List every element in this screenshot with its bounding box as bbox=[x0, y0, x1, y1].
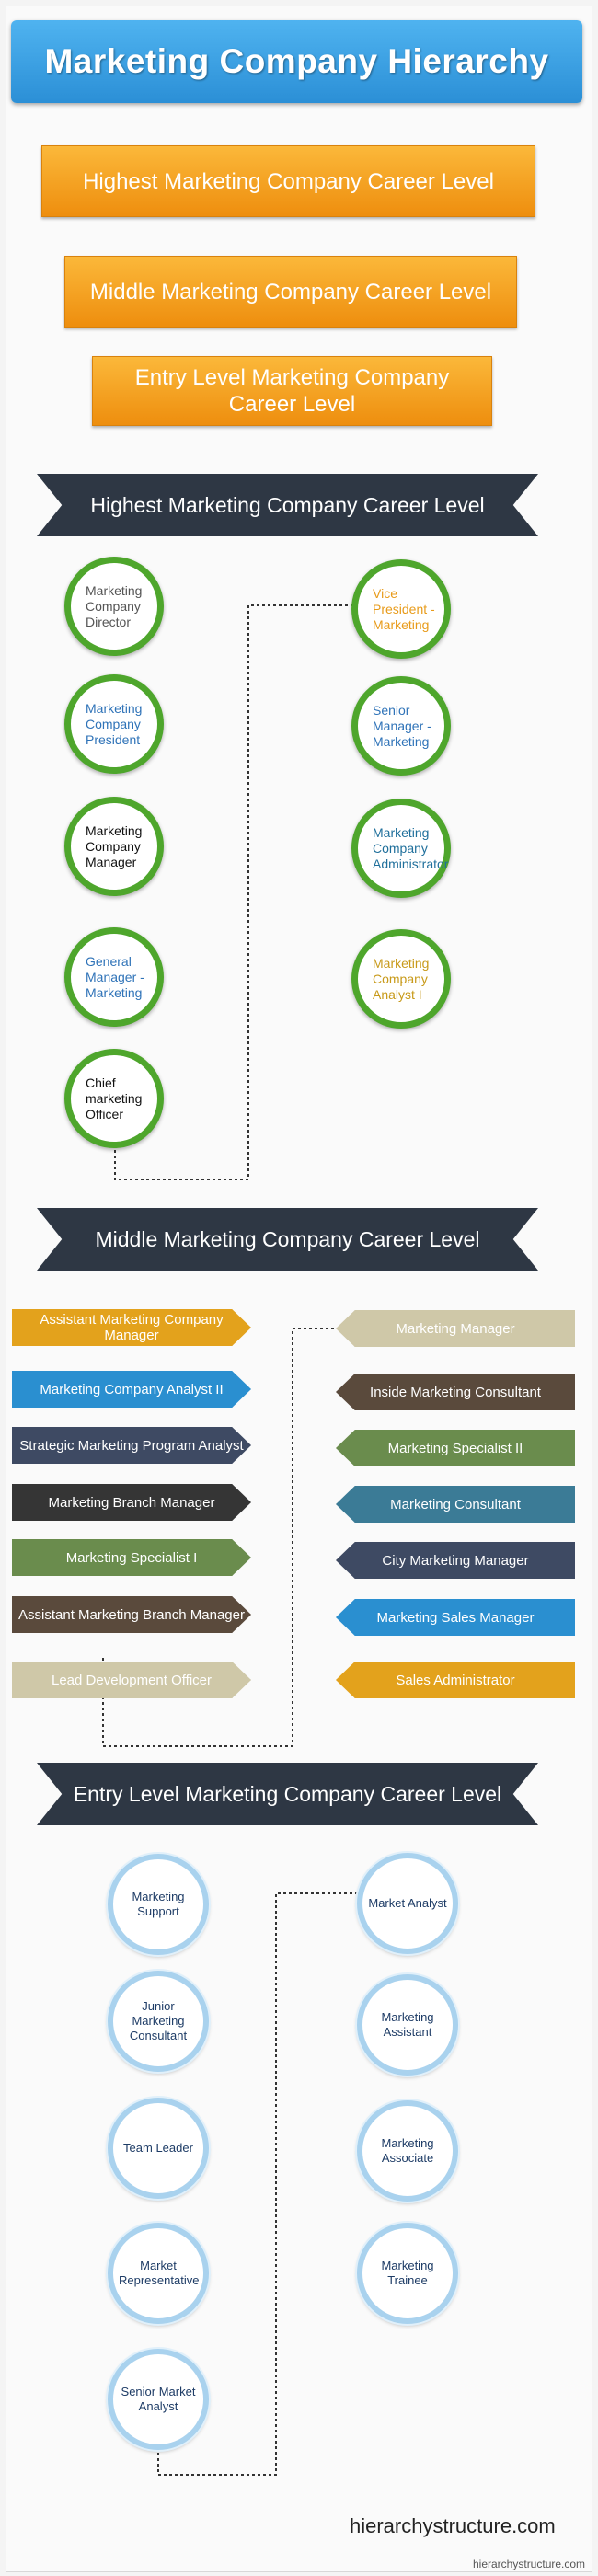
role-arrow: Lead Development Officer bbox=[12, 1662, 251, 1698]
section-heading-middle: Middle Marketing Company Career Level bbox=[37, 1208, 538, 1271]
node-label: Marketing Support bbox=[132, 1890, 185, 1918]
level-box-middle: Middle Marketing Company Career Level bbox=[64, 256, 517, 328]
role-arrow: Inside Marketing Consultant bbox=[336, 1374, 575, 1410]
circle-node: Senior Manager - Marketing bbox=[351, 676, 451, 776]
circle-node: Marketing Associate bbox=[357, 2100, 458, 2202]
role-arrow: Marketing Manager bbox=[336, 1310, 575, 1347]
node-label: Junior Marketing Consultant bbox=[129, 1999, 188, 2042]
circle-node: Marketing Company President bbox=[64, 674, 164, 774]
node-label: Marketing Company President bbox=[86, 700, 143, 747]
circle-node: Marketing Company Administrator bbox=[351, 799, 451, 898]
node-label: Chief marketing Officer bbox=[86, 1075, 143, 1121]
circle-node: Marketing Assistant bbox=[357, 1974, 458, 2076]
role-arrow: Marketing Sales Manager bbox=[336, 1599, 575, 1636]
circle-node: Marketing Company Director bbox=[64, 557, 164, 656]
role-arrow: Assistant Marketing Company Manager bbox=[12, 1309, 251, 1346]
circle-node: Team Leader bbox=[108, 2098, 209, 2199]
role-arrow: Marketing Specialist II bbox=[336, 1430, 575, 1466]
circle-node: Senior Market Analyst bbox=[108, 2349, 209, 2450]
footer-watermark: hierarchystructure.com bbox=[473, 2558, 586, 2570]
circle-node: Marketing Company Manager bbox=[64, 797, 164, 896]
role-arrow: Marketing Branch Manager bbox=[12, 1484, 251, 1521]
node-label: Senior Market Analyst bbox=[121, 2385, 196, 2413]
circle-node: Market Analyst bbox=[357, 1853, 458, 1954]
role-arrow: Marketing Specialist I bbox=[12, 1539, 251, 1576]
page-frame bbox=[6, 6, 592, 2572]
role-arrow: Sales Administrator bbox=[336, 1662, 575, 1698]
section-heading-highest: Highest Marketing Company Career Level bbox=[37, 474, 538, 536]
level-box-highest: Highest Marketing Company Career Level bbox=[41, 145, 535, 217]
node-label: Marketing Associate bbox=[381, 2136, 434, 2165]
role-arrow: Marketing Company Analyst II bbox=[12, 1371, 251, 1408]
role-arrow: City Marketing Manager bbox=[336, 1542, 575, 1579]
node-label: Senior Manager - Marketing bbox=[373, 702, 431, 749]
section-heading-entry: Entry Level Marketing Company Career Lev… bbox=[37, 1763, 538, 1825]
circle-node: Market Representative bbox=[108, 2223, 209, 2324]
title-banner: Marketing Company Hierarchy bbox=[11, 20, 582, 103]
node-label: Marketing Company Director bbox=[86, 582, 143, 629]
footer-site: hierarchystructure.com bbox=[350, 2514, 556, 2537]
node-label: Vice President - Marketing bbox=[373, 585, 435, 632]
circle-node: Marketing Company Analyst I bbox=[351, 929, 451, 1029]
role-arrow: Assistant Marketing Branch Manager bbox=[12, 1596, 251, 1633]
node-label: Team Leader bbox=[123, 2141, 193, 2155]
page-title: Marketing Company Hierarchy bbox=[44, 42, 549, 80]
node-label: General Manager - Marketing bbox=[86, 953, 144, 1000]
node-label: Market Representative bbox=[119, 2259, 200, 2287]
circle-node: Junior Marketing Consultant bbox=[108, 1971, 209, 2072]
circle-node: General Manager - Marketing bbox=[64, 927, 164, 1027]
node-label: Marketing Trainee bbox=[381, 2259, 434, 2287]
circle-node: Chief marketing Officer bbox=[64, 1049, 164, 1148]
node-label: Marketing Company Administrator bbox=[373, 824, 449, 871]
node-label: Marketing Company Manager bbox=[86, 822, 143, 869]
role-arrow: Marketing Consultant bbox=[336, 1486, 575, 1523]
role-arrow: Strategic Marketing Program Analyst bbox=[12, 1427, 251, 1464]
circle-node: Marketing Trainee bbox=[357, 2223, 458, 2324]
circle-node: Marketing Support bbox=[108, 1854, 209, 1955]
node-label: Marketing Assistant bbox=[381, 2010, 434, 2039]
circle-node: Vice President - Marketing bbox=[351, 559, 451, 659]
level-box-entry: Entry Level Marketing Company Career Lev… bbox=[92, 356, 492, 426]
node-label: Marketing Company Analyst I bbox=[373, 955, 430, 1002]
node-label: Market Analyst bbox=[368, 1896, 447, 1910]
